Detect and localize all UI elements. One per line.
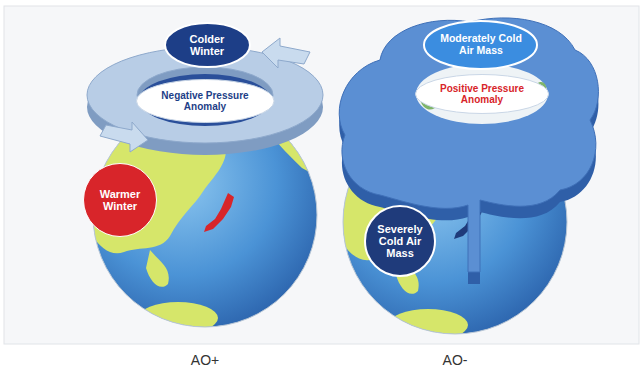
- flow-arrow: [100, 122, 148, 152]
- flow-arrow: [262, 38, 310, 68]
- cold-air-circle: Severely Cold Air Mass: [364, 205, 436, 277]
- node-text: Positive Pressure Anomaly: [432, 83, 532, 105]
- text-group: Severely Cold Air Mass: [375, 223, 425, 259]
- node-text: Severely Cold Air Mass: [375, 223, 425, 259]
- node-text: Negative Pressure Anomaly: [151, 90, 259, 112]
- warm-region-circle: Warmer Winter: [83, 163, 157, 237]
- pressure-ellipse: Negative Pressure Anomaly: [136, 79, 275, 123]
- text-group: Colder Winter: [176, 33, 238, 57]
- japan-warm: [204, 193, 234, 232]
- text-group: Moderately Cold Air Mass: [436, 33, 526, 56]
- australia: [388, 309, 468, 341]
- cold-air-ellipse: Moderately Cold Air Mass: [423, 20, 538, 70]
- australia: [138, 302, 218, 334]
- node-text: Moderately Cold Air Mass: [436, 33, 526, 56]
- pressure-ellipse: Positive Pressure Anomaly: [415, 74, 549, 114]
- vortex-top: [339, 18, 598, 272]
- cold-region-ellipse: Colder Winter: [164, 22, 251, 68]
- node-shape: [415, 75, 548, 114]
- node-text: Colder Winter: [176, 33, 238, 57]
- node-shape: [424, 21, 537, 69]
- peninsula: [146, 250, 169, 287]
- text-group: Warmer Winter: [95, 188, 145, 212]
- text-group: Positive Pressure Anomaly: [432, 83, 532, 105]
- text-group: Negative Pressure Anomaly: [151, 90, 259, 112]
- panel-ground: [4, 6, 639, 344]
- node-text: Warmer Winter: [95, 188, 145, 212]
- node-shape: [136, 80, 274, 123]
- node-shape: [164, 23, 249, 67]
- node-shape: [365, 206, 435, 276]
- vortex-wave-right: [339, 18, 598, 284]
- vortex-hole: [416, 64, 548, 124]
- panel-label: AO-: [443, 352, 468, 368]
- panel-label: AO+: [191, 352, 219, 368]
- node-shape: [84, 164, 157, 237]
